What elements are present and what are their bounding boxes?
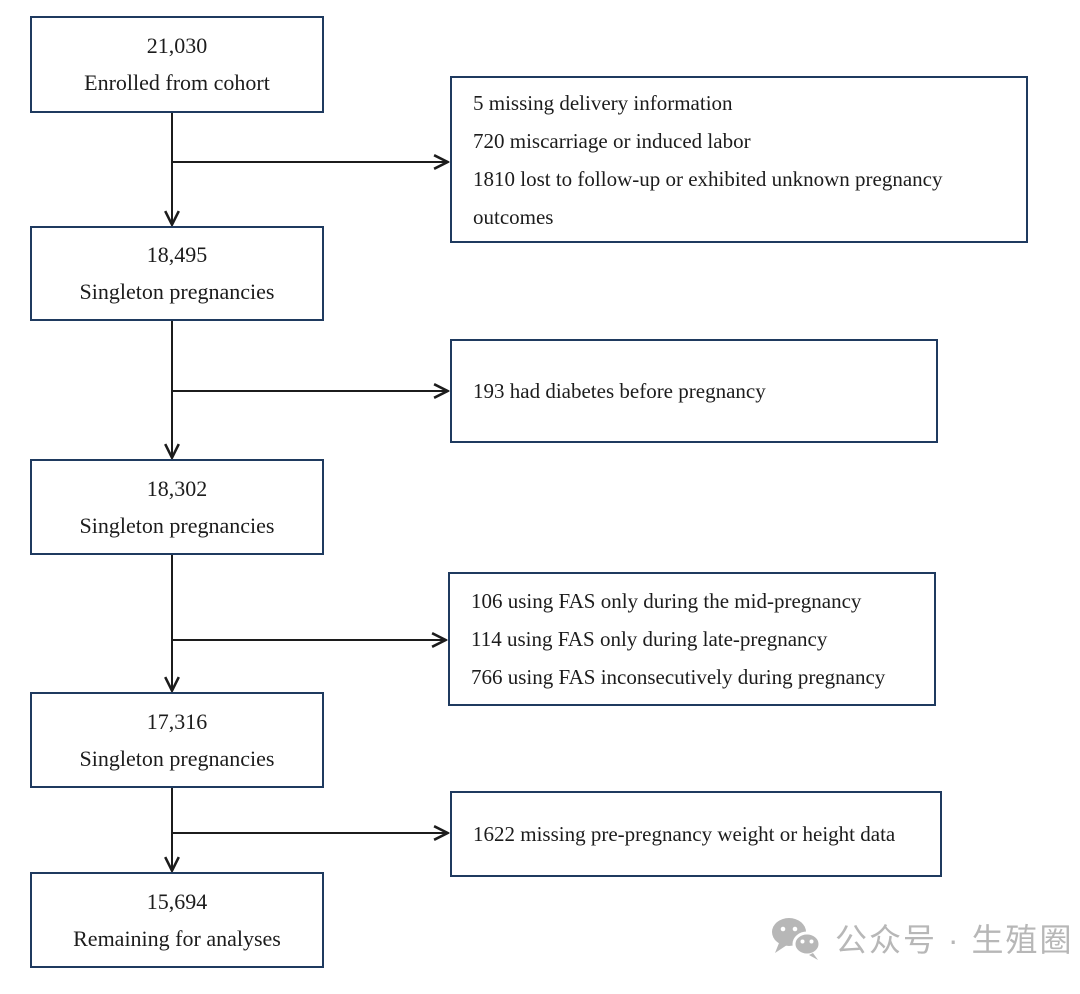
exclusion-line: 720 miscarriage or induced labor: [473, 128, 751, 153]
cohort-count: 18,302: [146, 475, 208, 501]
exclusion-box-1: 5 missing delivery information 720 misca…: [450, 76, 1028, 243]
cohort-box-singleton-3: 17,316 Singleton pregnancies: [30, 692, 324, 788]
cohort-box-remaining: 15,694 Remaining for analyses: [30, 872, 324, 968]
exclusion-box-4: 1622 missing pre-pregnancy weight or hei…: [450, 791, 942, 877]
cohort-count: 17,316: [146, 708, 208, 734]
cohort-box-singleton-2: 18,302 Singleton pregnancies: [30, 459, 324, 555]
watermark: 公众号 · 生殖圈: [770, 915, 1073, 961]
exclusion-box-2: 193 had diabetes before pregnancy: [450, 339, 938, 443]
cohort-box-enrolled: 21,030 Enrolled from cohort: [30, 16, 324, 113]
exclusion-line: 766 using FAS inconsecutively during pre…: [471, 665, 886, 689]
exclusion-line: 1810 lost to follow-up or exhibited unkn…: [473, 166, 943, 229]
exclusion-line: 114 using FAS only during late-pregnancy: [471, 627, 828, 651]
exclusion-box-3: 106 using FAS only during the mid-pregna…: [448, 572, 936, 706]
exclusion-line: 193 had diabetes before pregnancy: [473, 379, 766, 403]
cohort-count: 15,694: [146, 888, 208, 914]
cohort-label: Singleton pregnancies: [79, 279, 275, 304]
cohort-label: Enrolled from cohort: [84, 70, 270, 95]
cohort-label: Remaining for analyses: [73, 925, 281, 951]
exclusion-line: 1622 missing pre-pregnancy weight or hei…: [473, 822, 896, 846]
exclusion-line: 5 missing delivery information: [473, 90, 733, 115]
exclusion-line: 106 using FAS only during the mid-pregna…: [471, 589, 862, 613]
cohort-count: 18,495: [146, 242, 208, 267]
cohort-box-singleton-1: 18,495 Singleton pregnancies: [30, 226, 324, 321]
cohort-label: Singleton pregnancies: [79, 745, 275, 771]
watermark-text: 公众号 · 生殖圈: [835, 922, 1074, 958]
wechat-icon: [770, 915, 822, 961]
cohort-count: 21,030: [146, 33, 208, 58]
cohort-label: Singleton pregnancies: [79, 512, 275, 538]
